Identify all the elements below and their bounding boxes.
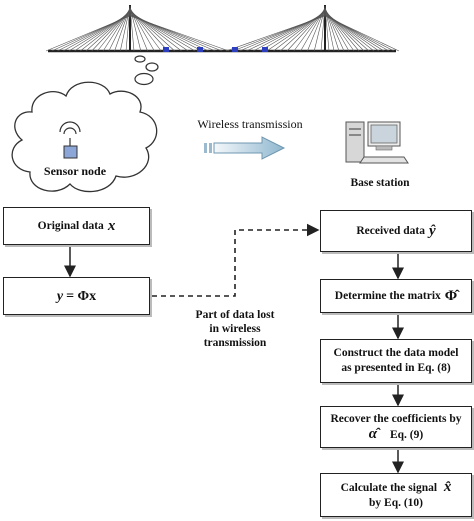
recover-coefficients-line-2: Eq. (9) <box>389 428 424 441</box>
data-loss-line-2: in wireless <box>209 323 261 335</box>
computer-icon <box>345 121 409 164</box>
measurement-lhs: y <box>56 288 64 304</box>
calculate-signal-line-2: by Eq. (10) <box>369 496 423 509</box>
calculate-signal-line-1: Calculate the signal <box>340 481 438 494</box>
recover-coefficients-box: Recover the coefficients by α̂ Eq. (9) <box>320 406 472 448</box>
bridge-illustration <box>45 5 400 53</box>
received-data-box: Received data ŷ <box>320 210 472 252</box>
bridge-cable <box>225 15 326 52</box>
sensor-cloud <box>11 81 158 193</box>
measurement-rhs: = Φx <box>66 288 97 304</box>
wireless-arrow-icon <box>204 136 286 160</box>
recover-coefficients-line-1: Recover the coefficients by <box>330 412 462 425</box>
bridge-cable <box>45 15 131 52</box>
bridge-cable <box>129 15 230 52</box>
sensor-node-label: Sensor node <box>43 164 107 178</box>
data-loss-line-1: Part of data lost <box>195 309 275 321</box>
determine-matrix-text: Determine the matrix <box>334 289 441 302</box>
calculate-signal-box: Calculate the signal x̂ by Eq. (10) <box>320 473 472 517</box>
construct-model-line-2: as presented in Eq. (8) <box>341 362 451 374</box>
construct-model-line-1: Construct the data model <box>333 347 459 359</box>
original-data-symbol: x <box>107 217 116 234</box>
determine-matrix-symbol: Φ̂ <box>444 287 458 304</box>
bridge-sensors <box>163 47 268 52</box>
measurement-box: y = Φx <box>3 277 150 315</box>
data-loss-line-3: transmission <box>203 337 267 349</box>
sensor-node-icon <box>59 121 81 159</box>
determine-matrix-box: Determine the matrix Φ̂ <box>320 279 472 313</box>
original-data-box: Original data x <box>3 207 150 245</box>
recover-coefficients-symbol: α̂ <box>368 425 378 442</box>
received-data-text: Received data <box>356 224 425 237</box>
base-station-label: Base station <box>350 177 410 189</box>
construct-model-box: Construct the data model as presented in… <box>320 339 472 383</box>
wireless-transmission-label: Wireless transmission <box>197 117 303 131</box>
original-data-text: Original data <box>37 219 104 232</box>
bridge-cable <box>324 15 400 52</box>
data-loss-label: Part of data lost in wireless transmissi… <box>175 308 295 350</box>
thought-bubbles <box>134 55 159 86</box>
calculate-signal-symbol: x̂ <box>443 478 452 495</box>
received-data-symbol: ŷ <box>429 222 436 239</box>
